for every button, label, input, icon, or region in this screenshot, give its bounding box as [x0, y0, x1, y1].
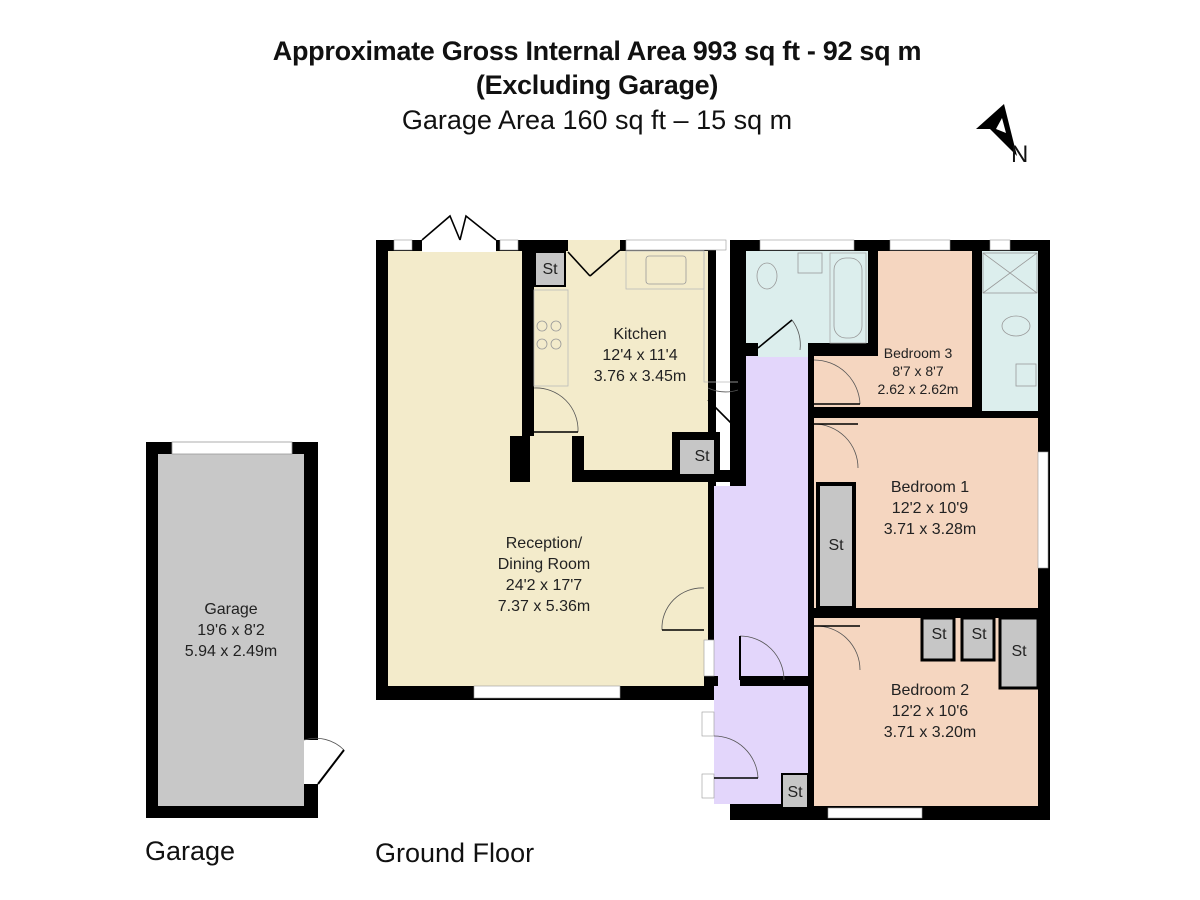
bedroom2-label: Bedroom 2 12'2 x 10'6 3.71 x 3.20m [884, 680, 977, 743]
bedroom1-name: Bedroom 1 [890, 479, 970, 496]
storage-bedroom2-b: St [971, 626, 987, 643]
plan-header: Approximate Gross Internal Area 993 sq f… [0, 34, 1194, 138]
bedroom3-name: Bedroom 3 [883, 345, 953, 361]
reception-imperial: 24'2 x 17'7 [505, 577, 583, 594]
storage-bedroom1: St [828, 537, 844, 554]
house-plan [376, 214, 1050, 820]
reception-metric: 7.37 x 5.36m [497, 598, 591, 615]
garage-plan [146, 441, 345, 818]
bedroom2-name: Bedroom 2 [890, 682, 970, 699]
gross-area-title: Approximate Gross Internal Area 993 sq f… [272, 36, 922, 66]
reception-label: Reception/ Dining Room 24'2 x 17'7 7.37 … [498, 533, 591, 617]
garage-imperial: 19'6 x 8'2 [197, 622, 265, 639]
excluding-garage-note: (Excluding Garage) [475, 70, 719, 100]
kitchen-name: Kitchen [613, 326, 667, 343]
storage-bedroom2-c: St [1011, 643, 1027, 660]
bedroom2-metric: 3.71 x 3.20m [883, 724, 977, 741]
garage-room-label: Garage 19'6 x 8'2 5.94 x 2.49m [185, 599, 278, 662]
north-arrow-icon [976, 104, 1017, 156]
bedroom2-imperial: 12'2 x 10'6 [891, 703, 969, 720]
bedroom1-label: Bedroom 1 12'2 x 10'9 3.71 x 3.28m [884, 477, 977, 540]
bedroom1-imperial: 12'2 x 10'9 [891, 500, 969, 517]
kitchen-imperial: 12'4 x 11'4 [602, 347, 678, 364]
garage-area-subtitle: Garage Area 160 sq ft – 15 sq m [401, 105, 793, 135]
kitchen-label: Kitchen 12'4 x 11'4 3.76 x 3.45m [594, 324, 687, 387]
north-label: N [1011, 141, 1029, 168]
bedroom3-imperial: 8'7 x 8'7 [892, 363, 944, 379]
bedroom3-label: Bedroom 3 8'7 x 8'7 2.62 x 2.62m [878, 344, 959, 398]
storage-kitchen-bottom: St [694, 448, 710, 465]
reception-name-line2: Dining Room [497, 556, 591, 573]
garage-metric: 5.94 x 2.49m [184, 643, 278, 660]
kitchen-metric: 3.76 x 3.45m [593, 368, 687, 385]
bedroom3-metric: 2.62 x 2.62m [877, 381, 959, 397]
ground-floor-label: Ground Floor [375, 838, 535, 868]
garage-name: Garage [204, 601, 258, 618]
reception-name-line1: Reception/ [505, 535, 583, 552]
garage-floor-label: Garage [145, 836, 236, 866]
storage-hallway: St [787, 784, 803, 801]
storage-kitchen-top: St [542, 261, 558, 278]
storage-bedroom2-a: St [931, 626, 947, 643]
bedroom1-metric: 3.71 x 3.28m [883, 521, 977, 538]
